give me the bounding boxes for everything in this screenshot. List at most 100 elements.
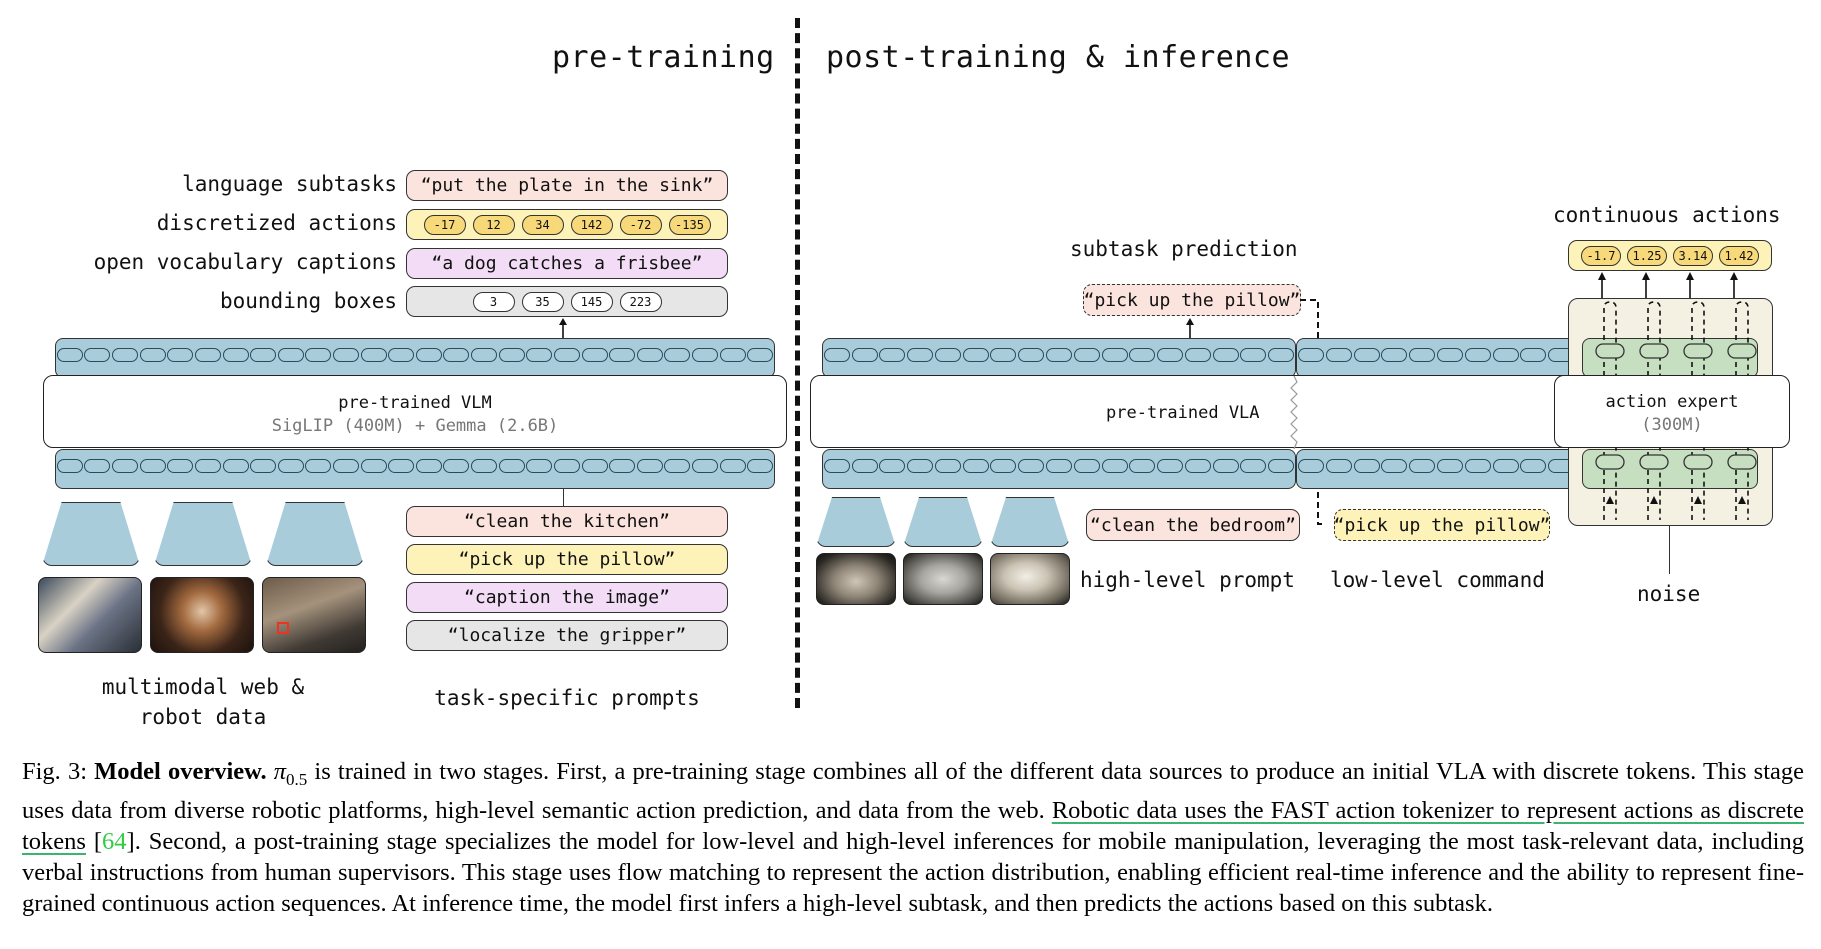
citation-link[interactable]: 64 xyxy=(102,827,127,855)
token-slot xyxy=(194,459,221,473)
token-slot xyxy=(1297,348,1324,362)
token-slot xyxy=(1018,348,1045,362)
caption-prefix: Fig. 3: xyxy=(22,758,88,785)
token-slot xyxy=(1268,459,1295,473)
caption-symbol-sub: 0.5 xyxy=(286,769,308,789)
vla-input-token-band xyxy=(822,449,1296,489)
token-slot xyxy=(1436,348,1463,362)
action-token: 142 xyxy=(570,214,613,235)
token-slot xyxy=(250,459,277,473)
subtask-prediction-heading: subtask prediction xyxy=(1070,237,1298,261)
token-slot xyxy=(305,348,332,362)
data-sources-line-1: multimodal web & xyxy=(101,675,305,699)
vlm-output-token-band xyxy=(55,338,775,378)
token-slot xyxy=(84,348,111,362)
token-slot xyxy=(471,459,498,473)
token-slot xyxy=(636,348,663,362)
token-slot xyxy=(443,348,470,362)
vla-output-token-band xyxy=(822,338,1296,378)
vla-image-encoder-1 xyxy=(816,497,896,547)
prompt-localize-gripper: “localize the gripper” xyxy=(406,620,728,651)
token-slot xyxy=(934,348,961,362)
token-slot xyxy=(332,459,359,473)
token-slot xyxy=(907,348,934,362)
token-slot xyxy=(636,459,663,473)
action-token: 34 xyxy=(521,214,564,235)
token-slot xyxy=(1325,348,1352,362)
prompt-connector xyxy=(563,489,564,507)
token-slot xyxy=(415,459,442,473)
caption-output: “a dog catches a frisbee” xyxy=(406,248,728,279)
token-slot xyxy=(56,459,83,473)
discretized-actions-output: -17 12 34 142 -72 -135 xyxy=(406,209,728,240)
caption-bold-title: Model overview. xyxy=(94,758,267,785)
token-slot xyxy=(139,348,166,362)
token-slot xyxy=(1520,459,1547,473)
token-slot xyxy=(498,348,525,362)
token-slot xyxy=(277,348,304,362)
bedroom-camera-photo-2 xyxy=(903,553,983,605)
token-slot xyxy=(664,459,691,473)
token-slot xyxy=(1353,348,1380,362)
token-slot xyxy=(1184,348,1211,362)
token-slot xyxy=(691,459,718,473)
action-output-arrows xyxy=(1598,272,1738,298)
subtask-prediction-output: “pick up the pillow” xyxy=(1083,284,1301,316)
token-slot xyxy=(360,459,387,473)
token-slot xyxy=(498,459,525,473)
token-slot xyxy=(1212,459,1239,473)
token-slot xyxy=(112,348,139,362)
low-level-command-box: “pick up the pillow” xyxy=(1334,509,1550,541)
action-token: 12 xyxy=(472,214,515,235)
token-slot xyxy=(305,459,332,473)
token-slot xyxy=(1157,348,1184,362)
output-arrow xyxy=(559,318,567,338)
token-slot xyxy=(1018,459,1045,473)
low-level-command-label: low-level command xyxy=(1330,568,1545,592)
token-slot xyxy=(388,348,415,362)
token-slot xyxy=(388,459,415,473)
token-slot xyxy=(167,459,194,473)
token-slot xyxy=(553,348,580,362)
flow-matching-loops xyxy=(1595,301,1757,520)
token-slot xyxy=(581,348,608,362)
token-slot xyxy=(112,459,139,473)
token-slot xyxy=(1073,459,1100,473)
token-slot xyxy=(1268,348,1295,362)
data-sources-line-2: robot data xyxy=(139,705,267,729)
expert-title: action expert xyxy=(1605,392,1739,412)
row-label-bounding-boxes: bounding boxes xyxy=(219,289,397,313)
token-slot xyxy=(609,459,636,473)
token-slot xyxy=(1101,348,1128,362)
token-slot xyxy=(664,348,691,362)
continuous-token: -1.7 xyxy=(1581,245,1621,266)
token-slot xyxy=(851,348,878,362)
token-slot xyxy=(879,459,906,473)
token-slot xyxy=(934,459,961,473)
token-slot xyxy=(471,348,498,362)
token-slot xyxy=(1297,459,1324,473)
robot-arm-photo xyxy=(262,577,366,653)
action-token: -135 xyxy=(668,214,711,235)
caption-symbol: π xyxy=(273,758,287,785)
continuous-token: 3.14 xyxy=(1673,245,1713,266)
expert-subtitle: (300M) xyxy=(1641,415,1703,435)
vla-output-token-band-right xyxy=(1296,338,1576,378)
token-slot xyxy=(851,459,878,473)
token-slot xyxy=(1492,459,1519,473)
vlm-title: pre-trained VLM xyxy=(338,393,492,413)
gripper-bbox-marker xyxy=(277,622,289,634)
stage-divider xyxy=(795,18,800,708)
token-slot xyxy=(990,459,1017,473)
noise-connector xyxy=(1669,526,1670,574)
token-slot xyxy=(691,348,718,362)
bounding-box-output: 3 35 145 223 xyxy=(406,286,728,317)
token-slot xyxy=(194,348,221,362)
caption-part2: ]. Second, a post-training stage special… xyxy=(22,827,1804,917)
token-slot xyxy=(167,348,194,362)
token-slot xyxy=(609,348,636,362)
token-slot xyxy=(1073,348,1100,362)
prompt-caption-image: “caption the image” xyxy=(406,582,728,613)
bedroom-camera-photo-1 xyxy=(816,553,896,605)
token-slot xyxy=(1046,348,1072,362)
